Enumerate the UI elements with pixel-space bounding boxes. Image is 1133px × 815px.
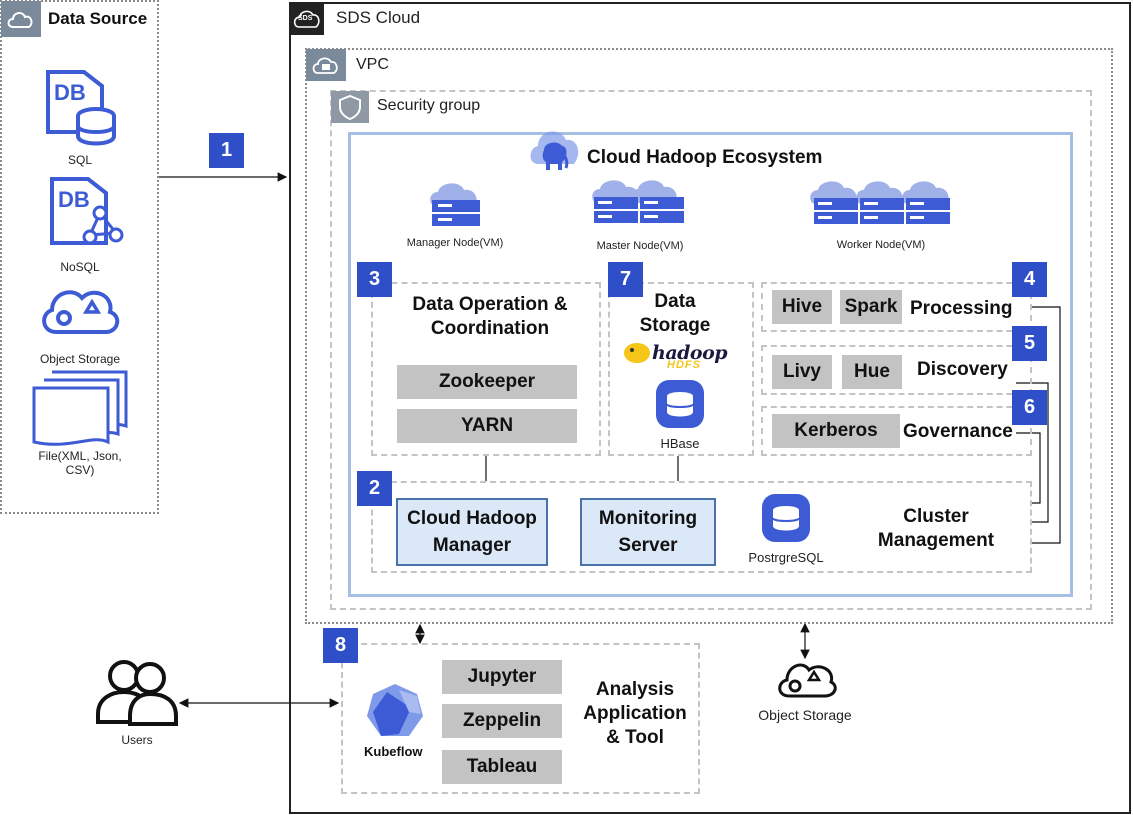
worker-node-server-icon [810, 181, 950, 224]
object-storage-icon [42, 290, 120, 334]
data-storage-title-line2: Storage [639, 315, 711, 336]
external-object-storage-label: Object Storage [758, 707, 852, 723]
nosql-database-icon: DB [50, 177, 124, 245]
step-badge-3: 3 [357, 262, 392, 297]
data-storage-box [608, 282, 754, 456]
vpc-container [305, 48, 1113, 624]
vpc-header-icon [306, 49, 346, 81]
security-group-container [330, 90, 1092, 610]
data-operation-title-line1: Data Operation & [412, 294, 568, 315]
sds-cloud-container [289, 2, 1131, 814]
data-storage-title-line1: Data [654, 291, 696, 312]
security-group-label: Security group [377, 97, 481, 114]
manager-node-label: Manager Node(VM) [406, 237, 504, 249]
hadoop-logo-text: hadoop [652, 342, 728, 364]
svg-text:DB: DB [58, 187, 90, 212]
users-label: Users [121, 733, 153, 747]
vpc-label: VPC [356, 56, 389, 73]
step-badge-8: 8 [323, 628, 358, 663]
file-label-line1: File(XML, Json, [38, 449, 122, 463]
zeppelin-component: Zeppelin [442, 704, 562, 738]
nosql-label: NoSQL [60, 260, 100, 274]
governance-box [761, 406, 1032, 456]
cloud-hadoop-manager-component: Cloud Hadoop Manager [396, 498, 548, 566]
object-storage-source-label: Object Storage [39, 352, 121, 366]
step-badge-1: 1 [209, 133, 244, 168]
lock-cloud-icon [312, 57, 338, 74]
cloud-icon [7, 12, 33, 28]
zookeeper-component: Zookeeper [397, 365, 577, 399]
cloud-hadoop-manager-line2: Manager [432, 535, 512, 556]
livy-component: Livy [772, 355, 832, 389]
step-badge-6: 6 [1012, 390, 1047, 425]
sql-database-icon: DB [46, 70, 116, 146]
manager-node-server-icon [430, 183, 480, 226]
governance-bracket [1016, 432, 1041, 504]
kerberos-component: Kerberos [772, 414, 900, 448]
sds-cloud-title: SDS Cloud [336, 8, 421, 27]
data-source-panel [0, 0, 159, 514]
shield-icon [339, 94, 361, 121]
analysis-label-line1: Analysis [595, 679, 675, 700]
sds-logo-text: SDS [298, 15, 313, 22]
svg-text:DB: DB [54, 80, 86, 105]
processing-label: Processing [910, 298, 1013, 319]
analysis-box [341, 643, 700, 794]
worker-node-label: Worker Node(VM) [836, 239, 926, 251]
step-badge-4: 4 [1012, 262, 1047, 297]
hbase-database-icon [656, 380, 704, 428]
data-operation-title-line2: Coordination [430, 318, 550, 339]
cluster-management-box [371, 481, 1032, 573]
hbase-label: HBase [660, 436, 700, 451]
file-label-line2: CSV) [65, 463, 95, 477]
monitoring-server-component: Monitoring Server [580, 498, 716, 566]
hadoop-ecosystem-container [348, 132, 1073, 597]
monitoring-server-line1: Monitoring [598, 508, 698, 529]
step-badge-5: 5 [1012, 326, 1047, 361]
kubeflow-label: Kubeflow [364, 744, 423, 759]
file-stack-icon [32, 370, 128, 446]
external-object-storage-icon [778, 663, 837, 698]
jupyter-component: Jupyter [442, 660, 562, 694]
analysis-label-line3: & Tool [606, 727, 664, 748]
kubeflow-logo-icon [367, 684, 423, 736]
step-badge-2: 2 [357, 471, 392, 506]
postgresql-label: PostrgreSQL [748, 550, 824, 565]
data-source-header-icon [1, 1, 41, 37]
governance-label: Governance [903, 421, 1013, 442]
cluster-management-label-line1: Cluster [903, 506, 969, 527]
processing-box [761, 282, 1032, 332]
hive-component: Hive [772, 290, 832, 324]
discovery-label: Discovery [917, 359, 1008, 380]
sds-logo [290, 3, 324, 35]
hadoop-ecosystem-title: Cloud Hadoop Ecosystem [587, 147, 823, 168]
master-node-label: Master Node(VM) [596, 240, 684, 252]
hadoop-logo-icon [624, 343, 650, 363]
sql-label: SQL [67, 153, 92, 167]
security-group-icon-box [331, 91, 369, 123]
discovery-bracket [1016, 382, 1049, 523]
data-source-title: Data Source [48, 9, 148, 28]
hadoop-elephant-icon [530, 131, 579, 170]
hue-component: Hue [842, 355, 902, 389]
processing-bracket [1032, 306, 1061, 544]
analysis-label-line2: Application [583, 703, 687, 724]
step-badge-7: 7 [608, 262, 643, 297]
spark-component: Spark [840, 290, 902, 324]
postgresql-database-icon [762, 494, 810, 542]
monitoring-server-line2: Server [618, 535, 678, 556]
data-operation-box [371, 282, 601, 456]
cluster-management-label-line2: Management [877, 530, 995, 551]
master-node-server-icon [592, 180, 684, 223]
discovery-box [761, 345, 1032, 395]
users-icon [96, 660, 178, 726]
yarn-component: YARN [397, 409, 577, 443]
sds-cloud-logo-icon [293, 10, 320, 28]
cloud-hadoop-manager-line1: Cloud Hadoop [407, 508, 537, 529]
tableau-component: Tableau [442, 750, 562, 784]
hdfs-logo-text: HDFS [667, 359, 701, 371]
